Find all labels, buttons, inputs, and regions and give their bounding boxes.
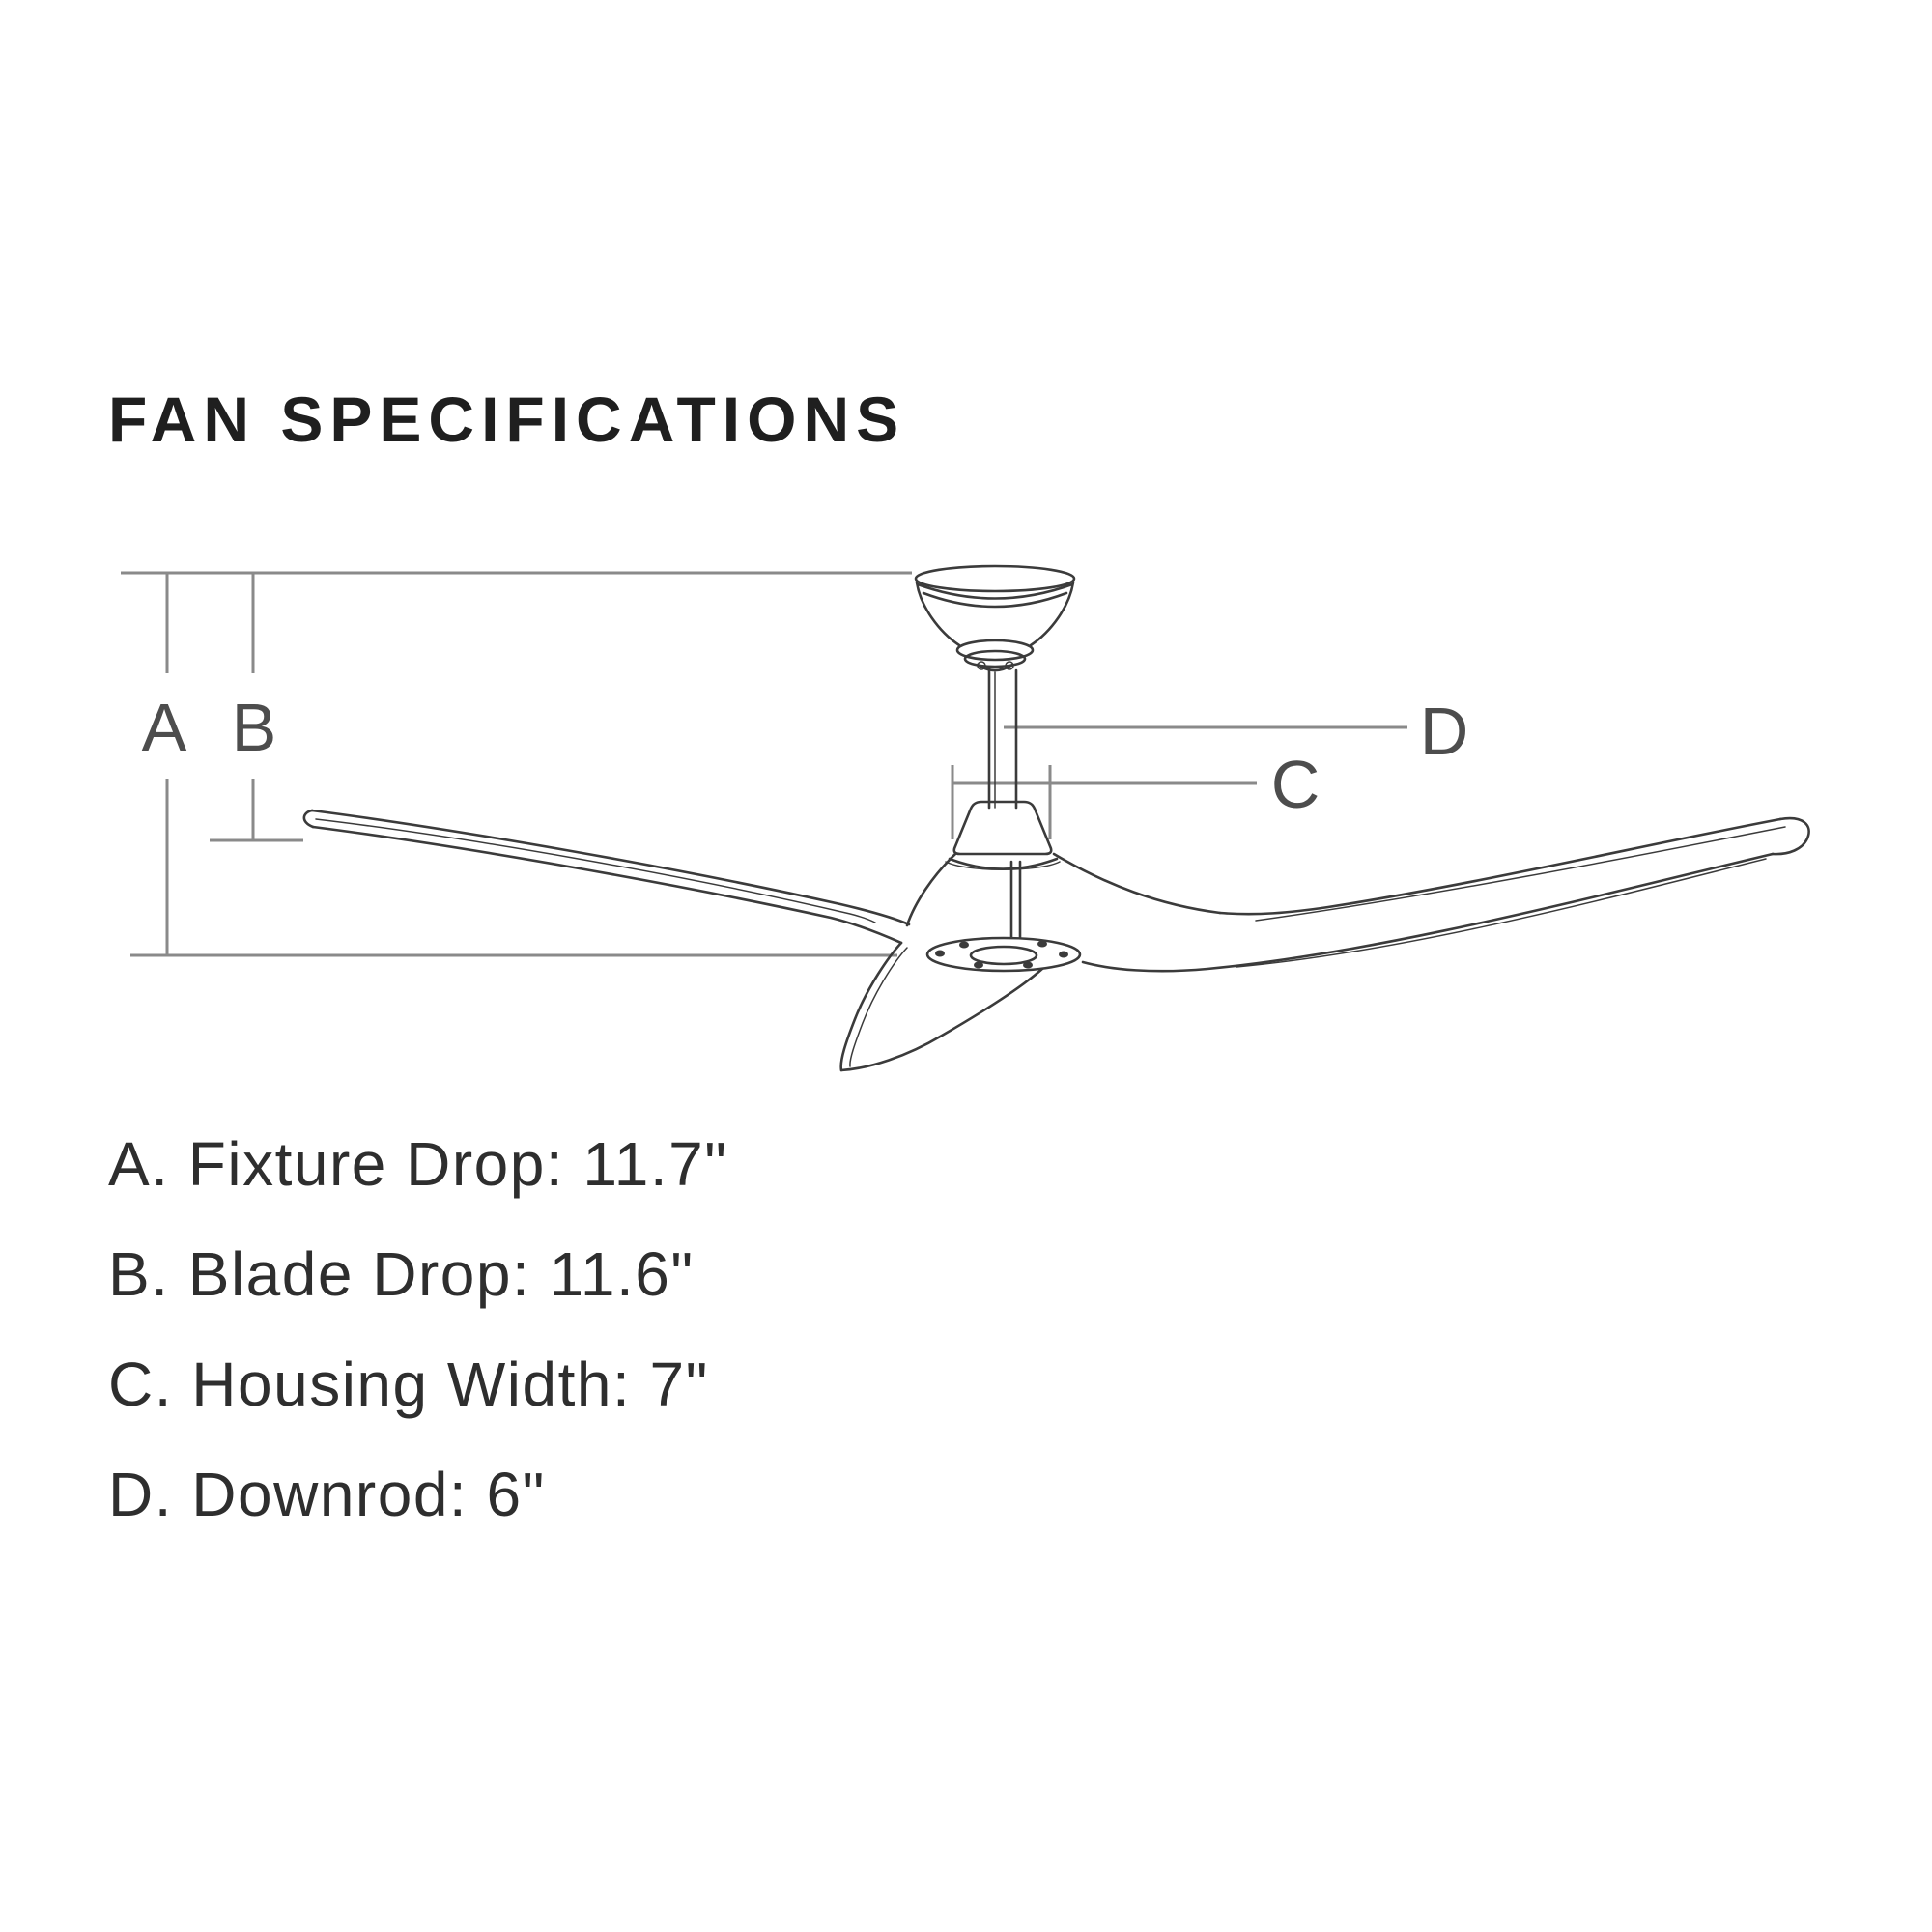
blade-left-bottom-edge <box>311 825 903 945</box>
canopy-screw-right <box>1005 661 1014 670</box>
blade-right-bottom-edge <box>1081 852 1775 973</box>
housing-body <box>952 800 1053 856</box>
canopy-body-right <box>1029 581 1075 647</box>
motor-housing <box>945 800 1061 944</box>
canopy-rim-ring-1 <box>916 582 1074 600</box>
blade-left-tip <box>302 809 315 829</box>
housing-skirt-lower <box>945 861 1061 870</box>
canopy-base-ring-2 <box>963 649 1027 668</box>
blade-front-leading-edge <box>839 941 903 1072</box>
housing-skirt <box>948 857 1059 870</box>
blade-right-bottom-inner <box>1236 858 1767 968</box>
hub-screw-6 <box>1059 951 1068 958</box>
dim-label-c: C <box>1271 747 1321 822</box>
blade-left <box>302 809 911 945</box>
blade-front-inner-line <box>849 947 908 1067</box>
canopy-collar <box>976 663 1014 672</box>
blade-left-top-edge <box>310 809 911 926</box>
spec-item-housing-width: C. Housing Width: 7" <box>108 1350 709 1419</box>
blade-right-top-inner <box>1255 826 1786 922</box>
page-title: FAN SPECIFICATIONS <box>108 384 906 455</box>
hub-plate <box>925 936 1082 973</box>
hub <box>925 936 1082 973</box>
dim-label-d: D <box>1420 694 1469 769</box>
canopy-rim-ring-2 <box>922 591 1068 609</box>
spec-list: A. Fixture Drop: 11.7" B. Blade Drop: 11… <box>108 1128 727 1569</box>
dimension-lines <box>121 571 1407 957</box>
hub-center-hole <box>969 945 1038 966</box>
dim-label-a: A <box>142 690 187 765</box>
canopy-body-left <box>915 581 961 647</box>
blade-left-mid-line <box>315 818 876 923</box>
spec-item-blade-drop: B. Blade Drop: 11.6" <box>108 1239 695 1309</box>
canopy-screw-left <box>977 661 986 670</box>
fairing-left <box>905 852 957 927</box>
hub-screw-5 <box>1037 940 1047 948</box>
hub-screw-2 <box>959 941 969 949</box>
fan-drawing <box>302 564 1810 1072</box>
spec-item-downrod: D. Downrod: 6" <box>108 1460 546 1529</box>
canopy <box>914 564 1076 672</box>
dim-label-b: B <box>232 690 277 765</box>
dimension-labels: A B C D <box>142 690 1469 822</box>
hub-screw-4 <box>1023 961 1033 969</box>
blade-right-tip <box>1771 816 1810 856</box>
canopy-top-rim <box>914 564 1076 593</box>
canopy-base-ring-1 <box>955 639 1035 662</box>
fairing-right <box>1052 852 1222 915</box>
hub-screw-1 <box>935 950 945 957</box>
blade-front-trailing-edge <box>839 966 1045 1072</box>
blade-front <box>839 941 1045 1072</box>
blade-right-top-edge <box>1218 817 1782 916</box>
spec-item-fixture-drop: A. Fixture Drop: 11.7" <box>108 1129 728 1199</box>
blade-right <box>1081 816 1810 973</box>
hub-screw-3 <box>974 961 983 969</box>
downrod <box>987 668 1018 810</box>
